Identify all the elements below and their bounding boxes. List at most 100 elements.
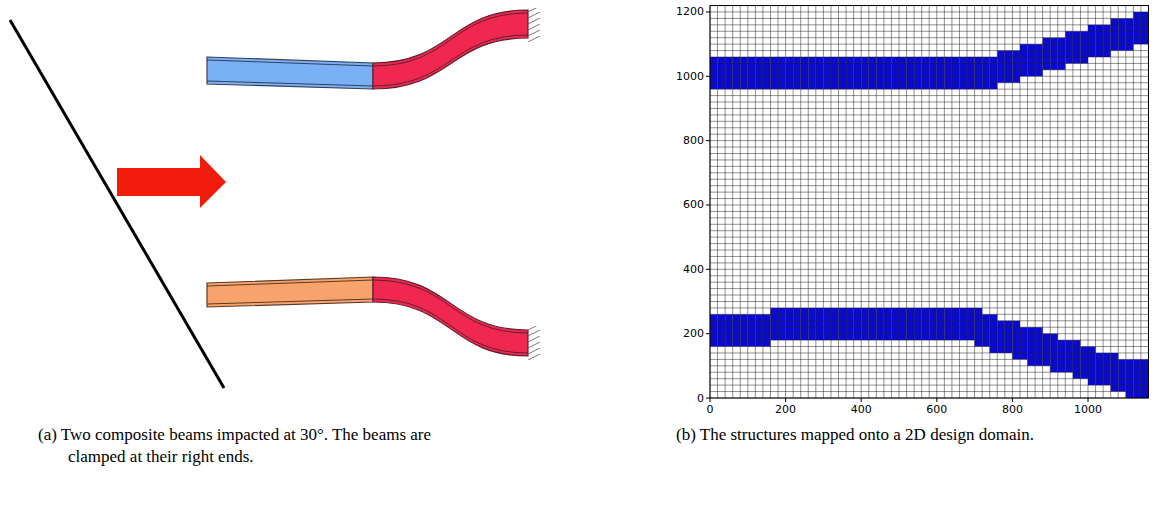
grid-cell [997,51,1005,83]
grid-cell [1012,51,1020,83]
grid-cell [990,57,998,89]
grid-cell [831,308,839,340]
grid-line [1080,6,1081,398]
grid-line [710,282,1148,283]
grid-line [710,102,1148,103]
grid-cell [725,57,733,89]
grid-line [710,56,1148,57]
caption-b: (b) The structures mapped onto a 2D desi… [676,424,1116,446]
grid-line [710,340,1148,341]
grid-cell [1073,31,1081,63]
grid-line [706,398,710,399]
grid-line [710,166,1148,167]
grid-cell [733,314,741,346]
grid-line [710,114,1148,115]
grid-line [710,192,1148,193]
grid-cell [861,308,869,340]
grid-line [710,250,1148,251]
plot-frame [710,6,1148,398]
grid-line [710,82,1148,83]
lower-beam [207,277,540,360]
grid-line [710,230,1148,231]
grid-line [762,6,763,398]
grid-line [959,6,960,398]
grid-line [974,6,975,398]
grid-line [1065,6,1066,398]
grid-cell [876,57,884,89]
grid-line [710,243,1148,244]
grid-line [861,6,862,398]
grid-cell [907,57,915,89]
grid-cell [748,314,756,346]
grid-cell [929,57,937,89]
grid-line [1125,6,1126,398]
y-tick-label: 400 [683,263,704,276]
grid-line [710,372,1148,373]
grid-cell [816,57,824,89]
grid-cell [907,308,915,340]
grid-cell [1088,25,1096,57]
x-tick-label: 200 [775,403,796,416]
grid-cell [710,6,1148,398]
grid-line [967,6,968,398]
grid-cell [846,308,854,340]
grid-line [1072,6,1073,398]
grid-cell [884,308,892,340]
grid-line [891,6,892,398]
y-tick-label: 800 [683,134,704,147]
grid-cell [718,57,726,89]
grid-line [770,6,771,398]
y-tick-label: 200 [683,327,704,340]
grid-line [710,50,1148,51]
grid-cell [975,57,983,89]
grid-cell [876,308,884,340]
grid-line [725,6,726,398]
grid-line [1012,398,1013,402]
grid-line [1057,6,1058,398]
grid-line [710,121,1148,122]
grid-cell [937,57,945,89]
grid-line [710,140,1148,141]
grid-line [1012,6,1013,398]
grid-line [710,179,1148,180]
grid-line [710,307,1148,308]
grid-cell [793,57,801,89]
grid-line [710,24,1148,25]
grid-cell [1080,347,1088,379]
grid-cell [801,57,809,89]
grid-cell [1035,44,1043,76]
grid-cell [1111,18,1119,50]
grid-line [914,6,915,398]
grid-line [710,172,1148,173]
grid-line [710,256,1148,257]
grid-line [710,153,1148,154]
grid-line [883,6,884,398]
x-tick-label: 0 [707,403,714,416]
grid-line [1103,6,1104,398]
grid-line [997,6,998,398]
grid-cell [982,57,990,89]
grid-cell [823,308,831,340]
grid-cell [770,308,778,340]
grid-line [1019,6,1020,398]
y-tick-label: 1200 [676,5,704,18]
grid-cell [1050,38,1058,70]
y-tick-label: 600 [683,198,704,211]
grid-cell [1043,38,1051,70]
grid-cell [755,314,763,346]
grid-line [710,159,1148,160]
impact-arrow [117,155,226,208]
grid-cell [1028,44,1036,76]
grid-line [793,6,794,398]
grid-line [1110,6,1111,398]
grid-cell [891,308,899,340]
grid-cell [891,57,899,89]
grid-line [899,6,900,398]
grid-cell [944,308,952,340]
grid-line [710,37,1148,38]
grid-cell [710,57,718,89]
grid-line [710,385,1148,386]
grid-line [1088,6,1089,398]
grid-cell [778,308,786,340]
grid-line [710,262,1148,263]
